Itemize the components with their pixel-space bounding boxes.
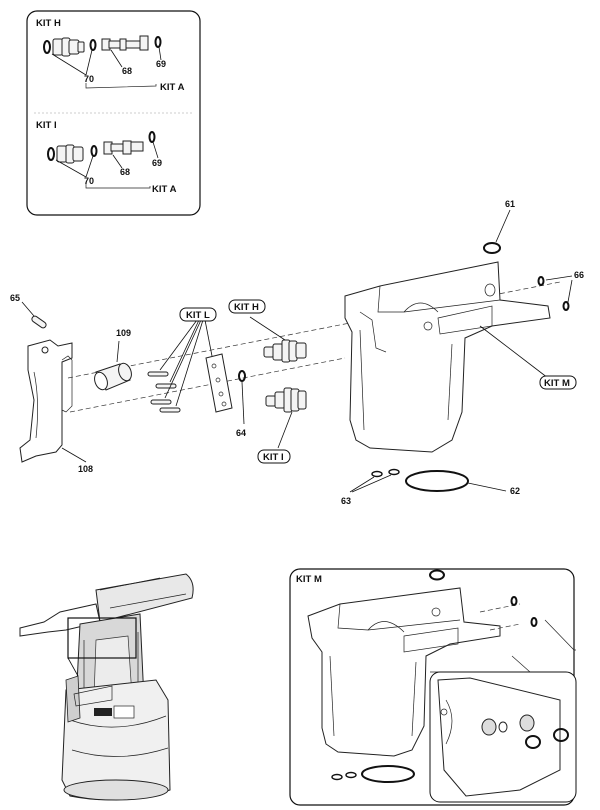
badge-kit-h: KIT H [234, 302, 259, 313]
main-exploded-view: 65 108 109 [10, 199, 584, 506]
kit-i-label-70: 70 [84, 176, 94, 186]
part-63-rings [349, 468, 400, 493]
housing-body [344, 261, 577, 453]
part-108-side-plate [19, 339, 87, 463]
tool-illustration [19, 573, 194, 801]
kit-h-assembly [228, 299, 307, 363]
kit-h-i-panel: KIT H 70 68 69 KIT A KIT I [26, 10, 201, 216]
part-65-pin [21, 301, 47, 329]
kit-i-assembly [257, 387, 307, 464]
part-62-oring [405, 470, 507, 492]
label-64: 64 [236, 428, 246, 438]
kit-h-kit-a: KIT A [160, 82, 185, 93]
part-109-cylinder [94, 340, 132, 391]
label-108: 108 [78, 464, 93, 474]
part-66-orings [537, 275, 573, 311]
kit-i-label-68: 68 [120, 167, 130, 177]
part-64-oring [238, 370, 246, 425]
kit-l-parts [147, 307, 233, 413]
badge-kit-m: KIT M [544, 378, 570, 389]
badge-kit-l: KIT L [186, 310, 210, 321]
kit-h-parts [43, 35, 162, 89]
kit-h-label-68: 68 [122, 66, 132, 76]
label-65: 65 [10, 293, 20, 303]
kit-h-label-69: 69 [156, 59, 166, 69]
badge-kit-i: KIT I [263, 452, 284, 463]
kit-i-title: KIT I [36, 120, 57, 131]
kit-m-panel-title: KIT M [296, 574, 322, 585]
kit-i-label-69: 69 [152, 158, 162, 168]
label-66: 66 [574, 270, 584, 280]
kit-i-parts [47, 131, 159, 189]
kit-m-panel [289, 568, 577, 806]
label-109: 109 [116, 328, 131, 338]
label-62: 62 [510, 486, 520, 496]
part-61-seal [483, 209, 511, 254]
kit-h-title: KIT H [36, 18, 61, 29]
kit-i-kit-a: KIT A [152, 184, 177, 195]
label-61: 61 [505, 199, 515, 209]
kit-h-label-70: 70 [84, 74, 94, 84]
label-63: 63 [341, 496, 351, 506]
